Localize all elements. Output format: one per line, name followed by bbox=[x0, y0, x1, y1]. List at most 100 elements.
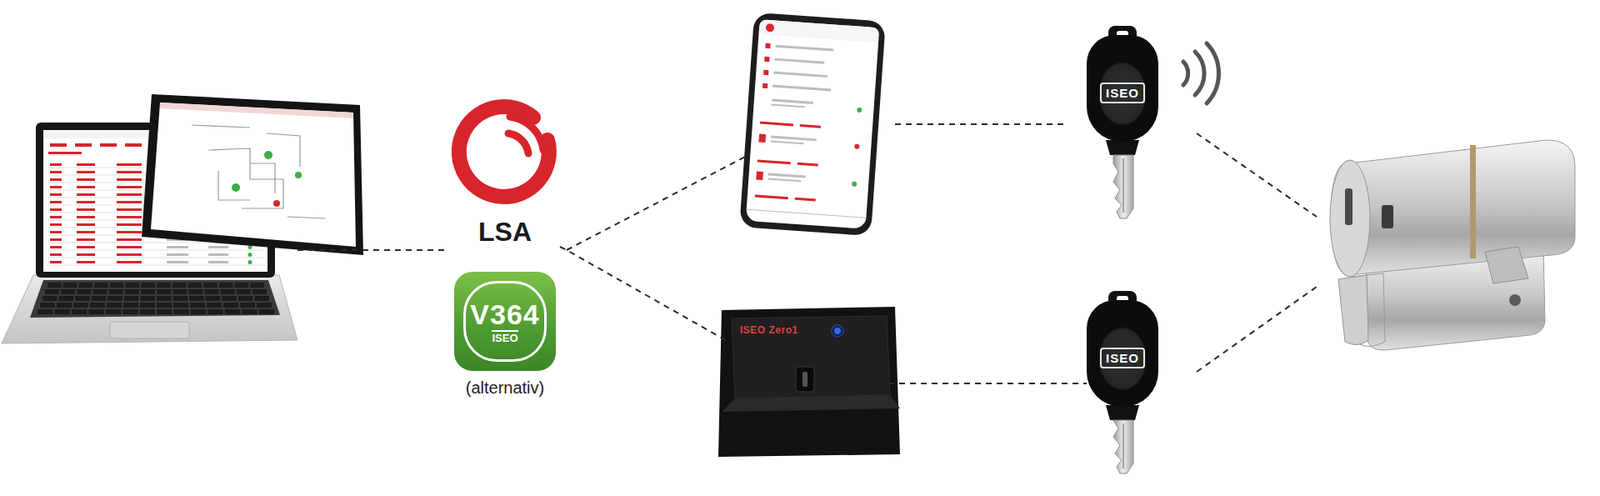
smartphone-part-part bbox=[774, 58, 825, 65]
radio-waves-part bbox=[1183, 61, 1189, 85]
keyboard-part bbox=[241, 309, 257, 315]
keyboard-part bbox=[106, 302, 122, 308]
screen-content-part bbox=[50, 260, 62, 264]
screen-content-part bbox=[116, 215, 142, 219]
smartphone-part-part bbox=[768, 172, 806, 178]
desktop-reader-body-part bbox=[795, 366, 815, 392]
screen-content-part bbox=[76, 185, 95, 189]
screen-content-part bbox=[208, 260, 229, 264]
keyboard-part bbox=[173, 309, 189, 315]
smartphone-part-part bbox=[755, 194, 789, 200]
desktop-reader-body-part bbox=[834, 327, 841, 335]
keyboard-part bbox=[220, 289, 235, 295]
keyboard-part bbox=[140, 289, 155, 295]
screen-content-part bbox=[46, 265, 265, 266]
smartphone-part-part bbox=[765, 43, 770, 49]
keyboard-part bbox=[252, 289, 267, 295]
smartphone-part-part bbox=[772, 85, 831, 92]
screen-content-part bbox=[208, 245, 229, 249]
smartphone-part-part bbox=[773, 71, 828, 79]
key-part bbox=[1122, 158, 1125, 213]
screen-content-part bbox=[76, 170, 95, 174]
key-part bbox=[1113, 155, 1134, 219]
screen-content-part bbox=[248, 252, 253, 257]
keyboard-part bbox=[60, 289, 75, 295]
brand-logo: ISEO bbox=[1100, 347, 1145, 369]
screen-content-part bbox=[76, 223, 95, 226]
desktop-reader-body-part bbox=[721, 395, 900, 412]
tablet-part bbox=[150, 102, 356, 247]
smartphone-part-part bbox=[771, 103, 805, 108]
screen-content-part bbox=[50, 163, 62, 166]
screen-content-part bbox=[50, 230, 62, 234]
keyboard-part bbox=[172, 289, 187, 295]
logo-label: LSA bbox=[478, 216, 532, 247]
smartphone-part bbox=[739, 12, 886, 236]
screen-content-part bbox=[116, 238, 142, 241]
keyboard-part bbox=[94, 282, 109, 288]
smartphone-part bbox=[745, 19, 880, 229]
desktop-reader-body-part bbox=[718, 306, 900, 457]
keyboard-part bbox=[75, 295, 90, 301]
app-icon: V364ISEO bbox=[454, 271, 556, 371]
screen-content-part bbox=[116, 260, 142, 264]
keyboard-part bbox=[173, 302, 189, 308]
smartphone-part bbox=[755, 43, 827, 202]
screen-content-part bbox=[46, 250, 265, 251]
tablet-part bbox=[273, 200, 280, 207]
tablet-part-part bbox=[250, 163, 275, 194]
keyboard-part bbox=[124, 295, 140, 301]
keyboard-part bbox=[156, 309, 172, 315]
screen-content-part bbox=[50, 245, 62, 249]
keyboard-part bbox=[110, 282, 125, 288]
screen-content-part bbox=[50, 143, 67, 147]
keyboard-part bbox=[205, 295, 221, 301]
desktop-reader: ISEO Zero1 bbox=[730, 317, 889, 455]
key-part bbox=[1105, 140, 1140, 155]
lock-cylinder-part bbox=[1330, 160, 1385, 347]
keyboard-part bbox=[207, 309, 223, 315]
laptop-part bbox=[110, 321, 190, 339]
smartphone-part-part bbox=[755, 170, 764, 180]
screen-content-part bbox=[76, 253, 95, 256]
screen-content-part bbox=[50, 253, 62, 256]
tablet-part-part bbox=[191, 125, 250, 128]
smartphone-part bbox=[851, 180, 857, 186]
app-name: V364 bbox=[470, 299, 540, 330]
keyboard-part bbox=[256, 302, 272, 308]
screen-content-part bbox=[116, 178, 142, 181]
laptop-part bbox=[1, 275, 298, 344]
screen-content-part bbox=[116, 163, 142, 166]
screen-content-part bbox=[76, 193, 95, 196]
dashed-connector bbox=[888, 382, 1087, 385]
smartphone-part-part bbox=[760, 121, 794, 127]
lock-cylinder-part bbox=[1509, 294, 1521, 306]
keyboard-part bbox=[156, 302, 172, 308]
keyboard-part bbox=[125, 282, 140, 288]
keyboard-part bbox=[123, 302, 139, 308]
keyboard-part bbox=[254, 295, 270, 301]
app-icon-node: V364ISEO(alternativ) bbox=[448, 271, 562, 405]
keyboard-part bbox=[45, 289, 60, 295]
keyboard-part bbox=[92, 289, 107, 295]
dashed-link-part bbox=[1196, 286, 1317, 372]
key-part bbox=[1105, 405, 1140, 420]
keyboard-part bbox=[91, 295, 107, 301]
smartphone-part-part bbox=[762, 83, 768, 89]
screen-content-part bbox=[116, 200, 142, 204]
tablet-part bbox=[264, 150, 273, 160]
keyboard-part bbox=[190, 302, 205, 308]
keyboard-part bbox=[156, 289, 171, 295]
keyboard-part bbox=[140, 309, 155, 315]
key-part bbox=[1113, 420, 1134, 474]
lock-cylinder-part bbox=[1330, 160, 1370, 277]
key-fob: ISEO bbox=[1086, 35, 1159, 142]
screen-content-part bbox=[50, 215, 62, 219]
key-part bbox=[1122, 423, 1125, 469]
smartphone-part-part bbox=[763, 70, 769, 75]
keyboard-part bbox=[173, 295, 189, 301]
keyboard-part bbox=[105, 309, 121, 315]
